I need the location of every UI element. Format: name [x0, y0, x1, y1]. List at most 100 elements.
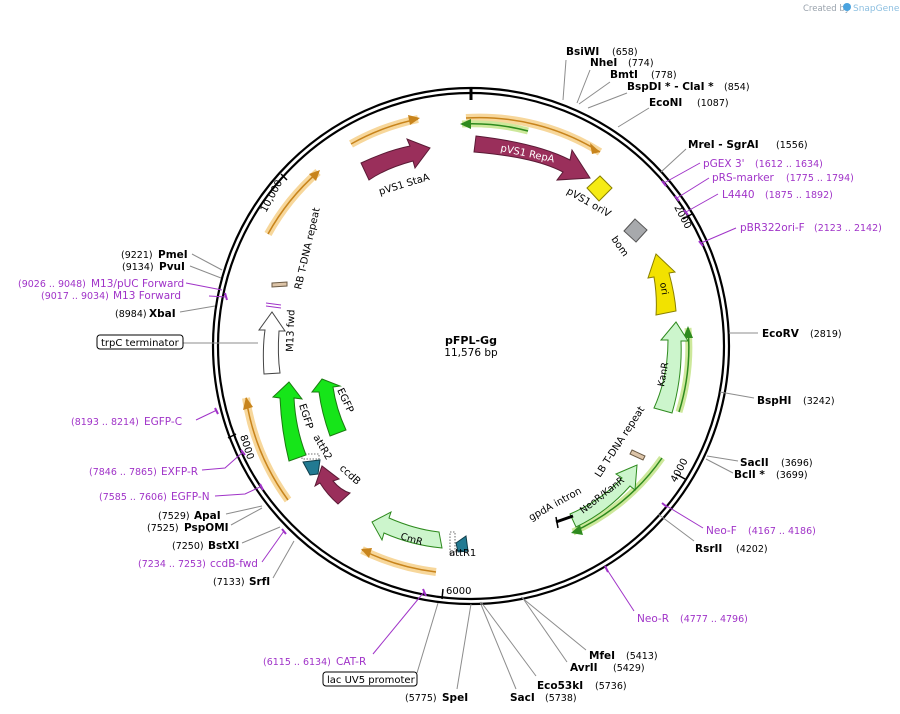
site-ecorv[interactable]: EcoRV (2819) [729, 328, 842, 340]
site-mfei[interactable]: MfeI (5413) [520, 596, 658, 662]
site-avrii[interactable]: AvrII (5429) [521, 596, 645, 674]
primer-egfp-c[interactable]: (8193 .. 8214) EGFP-C [71, 407, 219, 428]
site-srfi[interactable]: (7133) SrfI [213, 540, 295, 588]
snapgene-brand-text: SnapGene [853, 4, 900, 14]
primer-pbr322ori-f[interactable]: pBR322ori-F (2123 .. 2142) [698, 222, 882, 247]
feature-egfp-inner[interactable]: EGFP [310, 378, 355, 437]
feature-label-ori: ori [657, 282, 670, 296]
site-pspomi[interactable]: (7525) PspOMI [147, 507, 263, 534]
site-pos-nhei: (774) [628, 58, 654, 69]
site-name-bsiwi: BsiWI [566, 46, 599, 58]
site-pos-srfi: (7133) [213, 577, 245, 588]
primer-m13-puc-forward[interactable]: (9026 .. 9048) M13/pUC Forward [18, 278, 223, 291]
primer-m13-forward[interactable]: (9017 .. 9034) M13 Forward [41, 290, 228, 302]
feature-ccdb[interactable]: ccdB [314, 463, 362, 505]
primer-range-egfp-c: (8193 .. 8214) [71, 417, 139, 428]
site-pos-sacii: (3696) [781, 458, 813, 469]
site-eco53ki[interactable]: Eco53kI (5736) [480, 601, 627, 692]
primer-name-m13-forward: M13 Forward [113, 290, 181, 302]
feature-label-attr1: attR1 [449, 548, 476, 559]
site-name-srfi: SrfI [249, 576, 270, 588]
feature-label-pvs1-staa: pVS1 StaA [378, 172, 431, 198]
site-pvui[interactable]: (9134) PvuI [122, 261, 222, 279]
site-rsrii[interactable]: RsrII (4202) [657, 513, 768, 555]
feature-attr1[interactable]: attR1 [449, 531, 476, 559]
site-spei[interactable]: (5775) SpeI [405, 603, 472, 704]
site-name-ecorv: EcoRV [762, 328, 800, 340]
green-arc-lower-right-line [572, 457, 663, 533]
primer-range-pbr322ori-f: (2123 .. 2142) [814, 223, 882, 234]
site-name-nhei: NheI [590, 57, 617, 69]
primer-range-egfp-n: (7585 .. 7606) [99, 492, 167, 503]
feature-cmr[interactable]: CmR [371, 510, 443, 549]
site-pos-xbai: (8984) [115, 309, 147, 320]
site-bstxi[interactable]: (7250) BstXI [172, 526, 281, 552]
primer-l4440[interactable]: L4440 (1875 .. 1892) [683, 189, 833, 216]
feature-kanr[interactable]: KanR [653, 321, 689, 414]
site-pos-bstxi: (7250) [172, 541, 204, 552]
feature-bom[interactable]: bom [609, 218, 648, 259]
primer-pgex3[interactable]: pGEX 3' (1612 .. 1634) [661, 158, 823, 187]
site-pmei[interactable]: (9221) PmeI [121, 249, 223, 271]
site-sacii[interactable]: SacII (3696) [706, 455, 813, 469]
feature-trpc-terminator-label[interactable]: trpC terminator [96, 334, 258, 350]
primer-neo-f[interactable]: Neo-F (4167 .. 4186) [661, 502, 816, 537]
site-pos-avrii: (5429) [613, 663, 645, 674]
primer-egfp-n[interactable]: (7585 .. 7606) EGFP-N [99, 483, 264, 503]
green-arc-lower-right-arrowhead [571, 525, 583, 535]
primer-prs-marker[interactable]: pRS-marker (1775 .. 1794) [674, 172, 854, 202]
primer-neo-r[interactable]: Neo-R (4777 .. 4796) [604, 565, 748, 625]
feature-ori[interactable]: ori [647, 253, 677, 316]
site-name-pspomi: PspOMI [184, 522, 229, 534]
site-bsphi[interactable]: BspHI (3242) [719, 391, 835, 407]
primer-name-neo-r: Neo-R [637, 613, 669, 625]
site-name-sacii: SacII [740, 457, 769, 469]
site-xbai[interactable]: (8984) XbaI [115, 305, 216, 320]
feature-label-trpc-terminator: trpC terminator [101, 338, 180, 349]
feature-pvs1-oriv[interactable]: pVS1 oriV [565, 175, 613, 220]
feature-pvs1-staa[interactable]: pVS1 StaA [360, 138, 431, 198]
site-economi[interactable]: EcoNI (1087) [617, 97, 729, 128]
feature-label-lb-tdna: LB T-DNA repeat [593, 405, 647, 480]
site-pos-pmei: (9221) [121, 250, 153, 261]
site-pos-pspomi: (7525) [147, 523, 179, 534]
site-pos-bcli: (3699) [776, 470, 808, 481]
site-pos-apai: (7529) [158, 511, 190, 522]
primer-ccdb-fwd[interactable]: (7234 .. 7253) ccdB-fwd [138, 528, 287, 570]
feature-attr2[interactable]: attR2 [301, 433, 334, 476]
m13-fwd-mark-2 [265, 305, 282, 309]
feature-egfp-outer[interactable]: EGFP [271, 381, 315, 462]
site-name-mfei: MfeI [589, 650, 615, 662]
site-bspdi-clai[interactable]: BspDI * - ClaI * (854) [587, 81, 750, 109]
site-pos-saci: (5738) [545, 693, 577, 704]
site-nhei[interactable]: NheI (774) [576, 57, 654, 104]
site-apai[interactable]: (7529) ApaI [158, 505, 263, 522]
site-name-saci: SacI [510, 692, 535, 704]
site-pos-mfei: (5413) [626, 651, 658, 662]
primer-exfp-r[interactable]: (7846 .. 7865) EXFP-R [89, 449, 246, 478]
primer-arc-bottom [360, 546, 437, 576]
primer-range-ccdb-fwd: (7234 .. 7253) [138, 559, 206, 570]
primer-name-exfp-r: EXFP-R [161, 466, 198, 478]
site-saci[interactable]: SacI (5738) [479, 601, 577, 704]
site-mrei-sgrai[interactable]: MreI - SgrAI (1556) [660, 139, 808, 173]
primer-cat-r[interactable]: (6115 .. 6134) CAT-R [263, 588, 427, 668]
primer-name-pgex3: pGEX 3' [703, 158, 745, 170]
plasmid-name: pFPL-Gg [445, 334, 497, 347]
feature-lac-uv5-promoter[interactable]: lac UV5 promoter [322, 602, 439, 687]
site-bmti[interactable]: BmtI (778) [578, 69, 677, 105]
site-bsiwi[interactable]: BsiWI (658) [562, 46, 638, 101]
feature-label-ccdb: ccdB [337, 463, 362, 487]
site-name-econi: EcoNI [649, 97, 682, 109]
feature-pvs1-repa[interactable]: pVS1 RepA [473, 135, 591, 181]
site-name-pmei: PmeI [158, 249, 188, 261]
primer-range-pgex3: (1612 .. 1634) [755, 159, 823, 170]
site-pos-eco53ki: (5736) [595, 681, 627, 692]
primer-name-l4440: L4440 [722, 189, 755, 201]
site-bcli[interactable]: BclI * (3699) [705, 458, 808, 481]
site-pos-bsiwi: (658) [612, 47, 638, 58]
primer-name-pbr322ori-f: pBR322ori-F [740, 222, 805, 234]
feature-trpc-terminator[interactable] [258, 311, 286, 375]
feature-lb-tdna-repeat[interactable]: LB T-DNA repeat [593, 405, 647, 480]
feature-label-rb-tdna: RB T-DNA repeat [293, 207, 323, 291]
